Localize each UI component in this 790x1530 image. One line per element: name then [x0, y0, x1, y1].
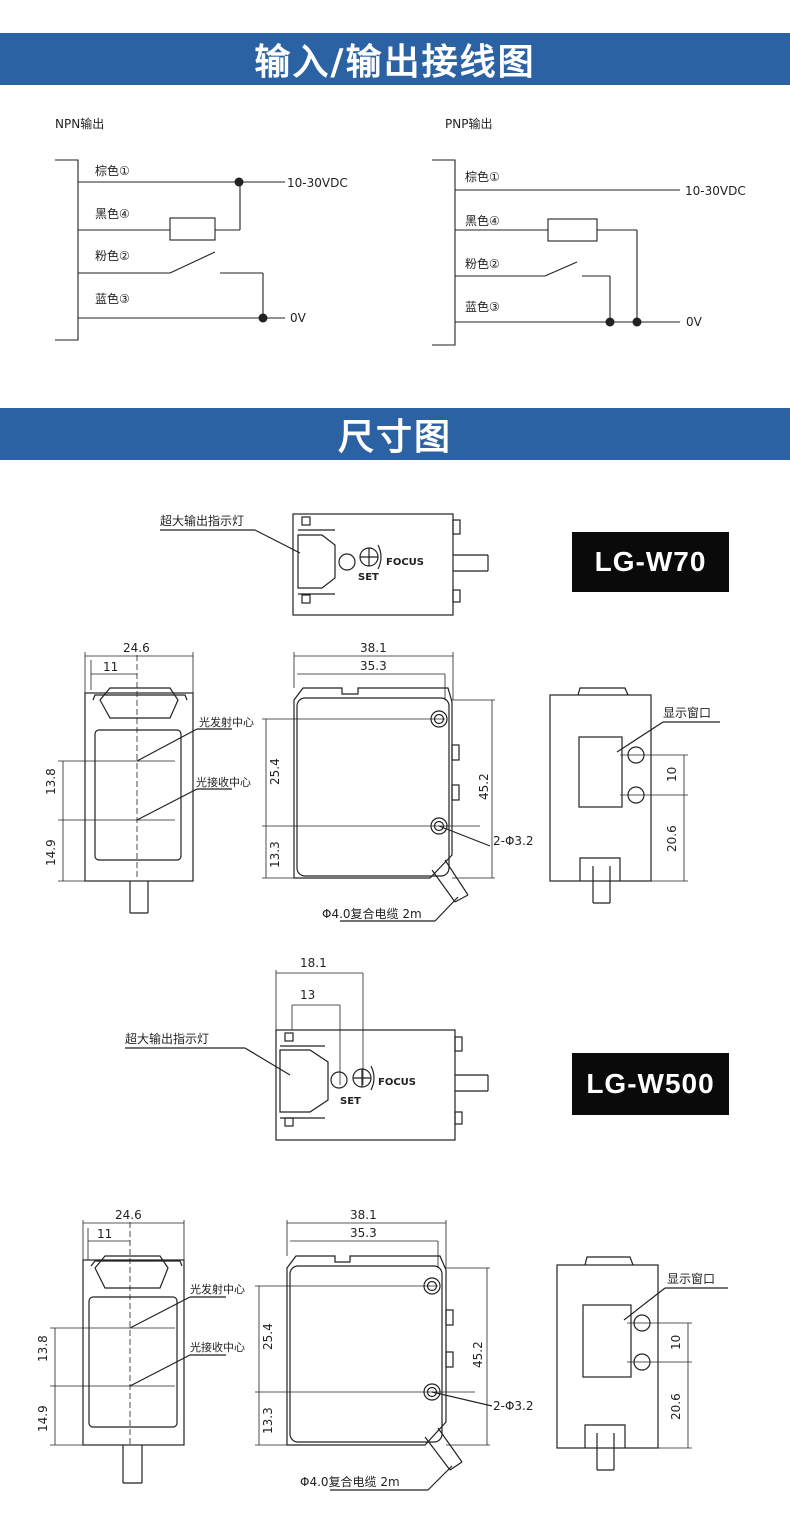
w70-receive-center: 光接收中心 — [196, 775, 251, 789]
w500-back-h1: 10 — [669, 1335, 683, 1350]
w70-side-h2: 13.3 — [268, 841, 282, 868]
w500-receive-center: 光接收中心 — [190, 1340, 245, 1354]
w70-window-label: 显示窗口 — [663, 706, 711, 720]
pnp-wiring-diagram — [432, 159, 680, 346]
w500-side-view — [255, 1220, 493, 1491]
pnp-wire-pink: 粉色② — [465, 257, 500, 271]
npn-wiring-diagram — [55, 159, 285, 341]
w500-side-height: 45.2 — [471, 1341, 485, 1368]
dimensions-section-title: 尺寸图 — [0, 408, 790, 460]
w70-front-h2: 14.9 — [44, 839, 58, 866]
npn-ground-label: 0V — [290, 311, 306, 325]
npn-wire-black: 黑色④ — [95, 207, 130, 221]
w500-front-view — [50, 1220, 226, 1484]
w70-focus-label: FOCUS — [386, 557, 424, 568]
w70-back-h1: 10 — [665, 767, 679, 782]
pnp-title: PNP输出 — [445, 117, 493, 131]
npn-wire-blue: 蓝色③ — [95, 292, 130, 306]
w70-side-inner: 35.3 — [360, 659, 387, 673]
w500-top-view — [125, 970, 489, 1141]
wiring-section-title: 输入/输出接线图 — [0, 33, 790, 85]
pnp-wire-blue: 蓝色③ — [465, 300, 500, 314]
pnp-junction-1 — [605, 317, 615, 327]
w70-emit-center: 光发射中心 — [199, 715, 254, 729]
w500-back-h2: 20.6 — [669, 1393, 683, 1420]
w500-emit-center: 光发射中心 — [190, 1282, 245, 1296]
npn-junction-ground — [258, 313, 268, 323]
w70-front-width: 24.6 — [123, 641, 150, 655]
w70-side-h1: 25.4 — [268, 758, 282, 785]
w70-front-offset: 11 — [103, 660, 118, 674]
pnp-ground-label: 0V — [686, 315, 702, 329]
w500-top-inner: 13 — [300, 988, 315, 1002]
w500-window-label: 显示窗口 — [667, 1272, 715, 1286]
w70-front-h1: 13.8 — [44, 768, 58, 795]
w500-front-h2: 14.9 — [36, 1405, 50, 1432]
npn-supply-label: 10-30VDC — [287, 176, 348, 190]
w500-side-h1: 25.4 — [261, 1323, 275, 1350]
model-badge-w500: LG-W500 — [572, 1053, 729, 1115]
w500-indicator-label: 超大输出指示灯 — [125, 1031, 209, 1046]
w500-side-h2: 13.3 — [261, 1407, 275, 1434]
pnp-junction-2 — [632, 317, 642, 327]
w70-holes: 2-Φ3.2 — [493, 834, 534, 848]
pnp-wire-brown: 棕色① — [465, 170, 500, 184]
model-badge-w70: LG-W70 — [572, 532, 729, 592]
w70-side-height: 45.2 — [477, 773, 491, 800]
w500-side-width: 38.1 — [350, 1208, 377, 1222]
pnp-supply-label: 10-30VDC — [685, 184, 746, 198]
w500-front-h1: 13.8 — [36, 1335, 50, 1362]
w500-top-outer: 18.1 — [300, 956, 327, 970]
w70-side-view — [262, 652, 495, 922]
w500-back-view — [556, 1256, 728, 1471]
npn-wire-pink: 粉色② — [95, 249, 130, 263]
w70-side-width: 38.1 — [360, 641, 387, 655]
w500-front-offset: 11 — [97, 1227, 112, 1241]
w70-indicator-label: 超大输出指示灯 — [160, 513, 244, 528]
w500-cable: Φ4.0复合电缆 2m — [300, 1474, 400, 1489]
w500-front-width: 24.6 — [115, 1208, 142, 1222]
w70-front-view — [58, 652, 232, 914]
w500-focus-label: FOCUS — [378, 1077, 416, 1088]
w500-holes: 2-Φ3.2 — [493, 1399, 534, 1413]
pnp-wire-black: 黑色④ — [465, 214, 500, 228]
npn-junction-supply — [234, 177, 244, 187]
w70-back-h2: 20.6 — [665, 825, 679, 852]
w500-set-label: SET — [340, 1096, 361, 1107]
w70-back-view — [549, 687, 720, 904]
npn-title: NPN输出 — [55, 117, 105, 131]
w70-cable: Φ4.0复合电缆 2m — [322, 906, 422, 921]
npn-wire-brown: 棕色① — [95, 164, 130, 178]
w70-top-view — [160, 513, 489, 616]
w500-side-inner: 35.3 — [350, 1226, 377, 1240]
w70-set-label: SET — [358, 572, 379, 583]
